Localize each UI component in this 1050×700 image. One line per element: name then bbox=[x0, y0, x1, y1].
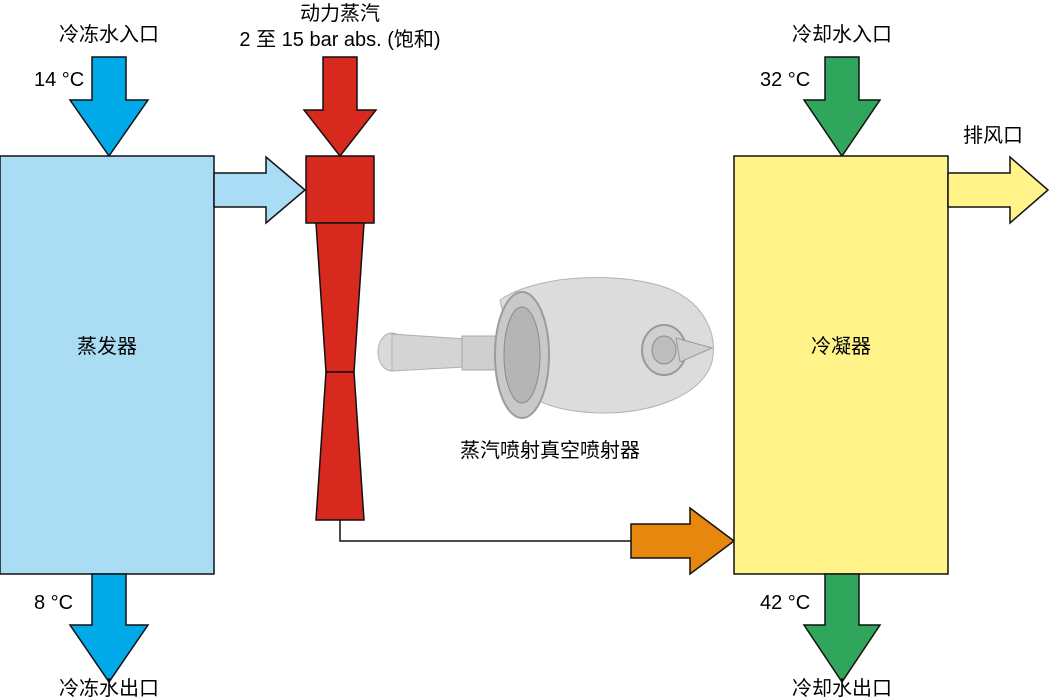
cooling-water-outlet-label: 冷却水出口 bbox=[792, 677, 892, 700]
steam-jet-ejector-photo-icon bbox=[377, 277, 714, 419]
exhaust-label: 排风口 bbox=[963, 124, 1023, 147]
cooling-water-inlet-label: 冷却水入口 bbox=[792, 23, 892, 46]
ejector-converging-section bbox=[315, 222, 365, 373]
motive-steam-pressure-label: 2 至 15 bar abs. (饱和) bbox=[239, 28, 440, 51]
exhaust-arrow bbox=[947, 155, 1050, 225]
ejector-caption: 蒸汽喷射真空喷射器 bbox=[460, 439, 640, 462]
motive-steam-label: 动力蒸汽 bbox=[300, 2, 380, 25]
cooling-water-inlet-temp: 32 °C bbox=[760, 69, 810, 91]
condenser-box bbox=[733, 155, 949, 575]
discharge-line bbox=[339, 520, 631, 542]
evaporator-label: 蒸发器 bbox=[77, 335, 137, 358]
condenser-label: 冷凝器 bbox=[811, 335, 871, 358]
chilled-water-inlet-arrow bbox=[68, 56, 150, 158]
ejector-diverging-section bbox=[315, 371, 365, 521]
motive-steam-arrow bbox=[302, 56, 378, 158]
evaporator-box bbox=[0, 155, 215, 575]
chilled-water-outlet-arrow bbox=[68, 573, 150, 684]
ejector-suction-head bbox=[305, 155, 375, 224]
cooling-water-outlet-temp: 42 °C bbox=[760, 592, 810, 614]
discharge-arrow bbox=[630, 506, 736, 576]
cooling-water-outlet-arrow bbox=[802, 573, 882, 684]
chilled-water-inlet-temp: 14 °C bbox=[34, 69, 84, 91]
chilled-water-inlet-label: 冷冻水入口 bbox=[59, 23, 159, 46]
chilled-water-outlet-temp: 8 °C bbox=[34, 592, 73, 614]
vapor-suction-arrow bbox=[213, 155, 307, 225]
chilled-water-outlet-label: 冷冻水出口 bbox=[59, 677, 159, 700]
cooling-water-inlet-arrow bbox=[802, 56, 882, 158]
